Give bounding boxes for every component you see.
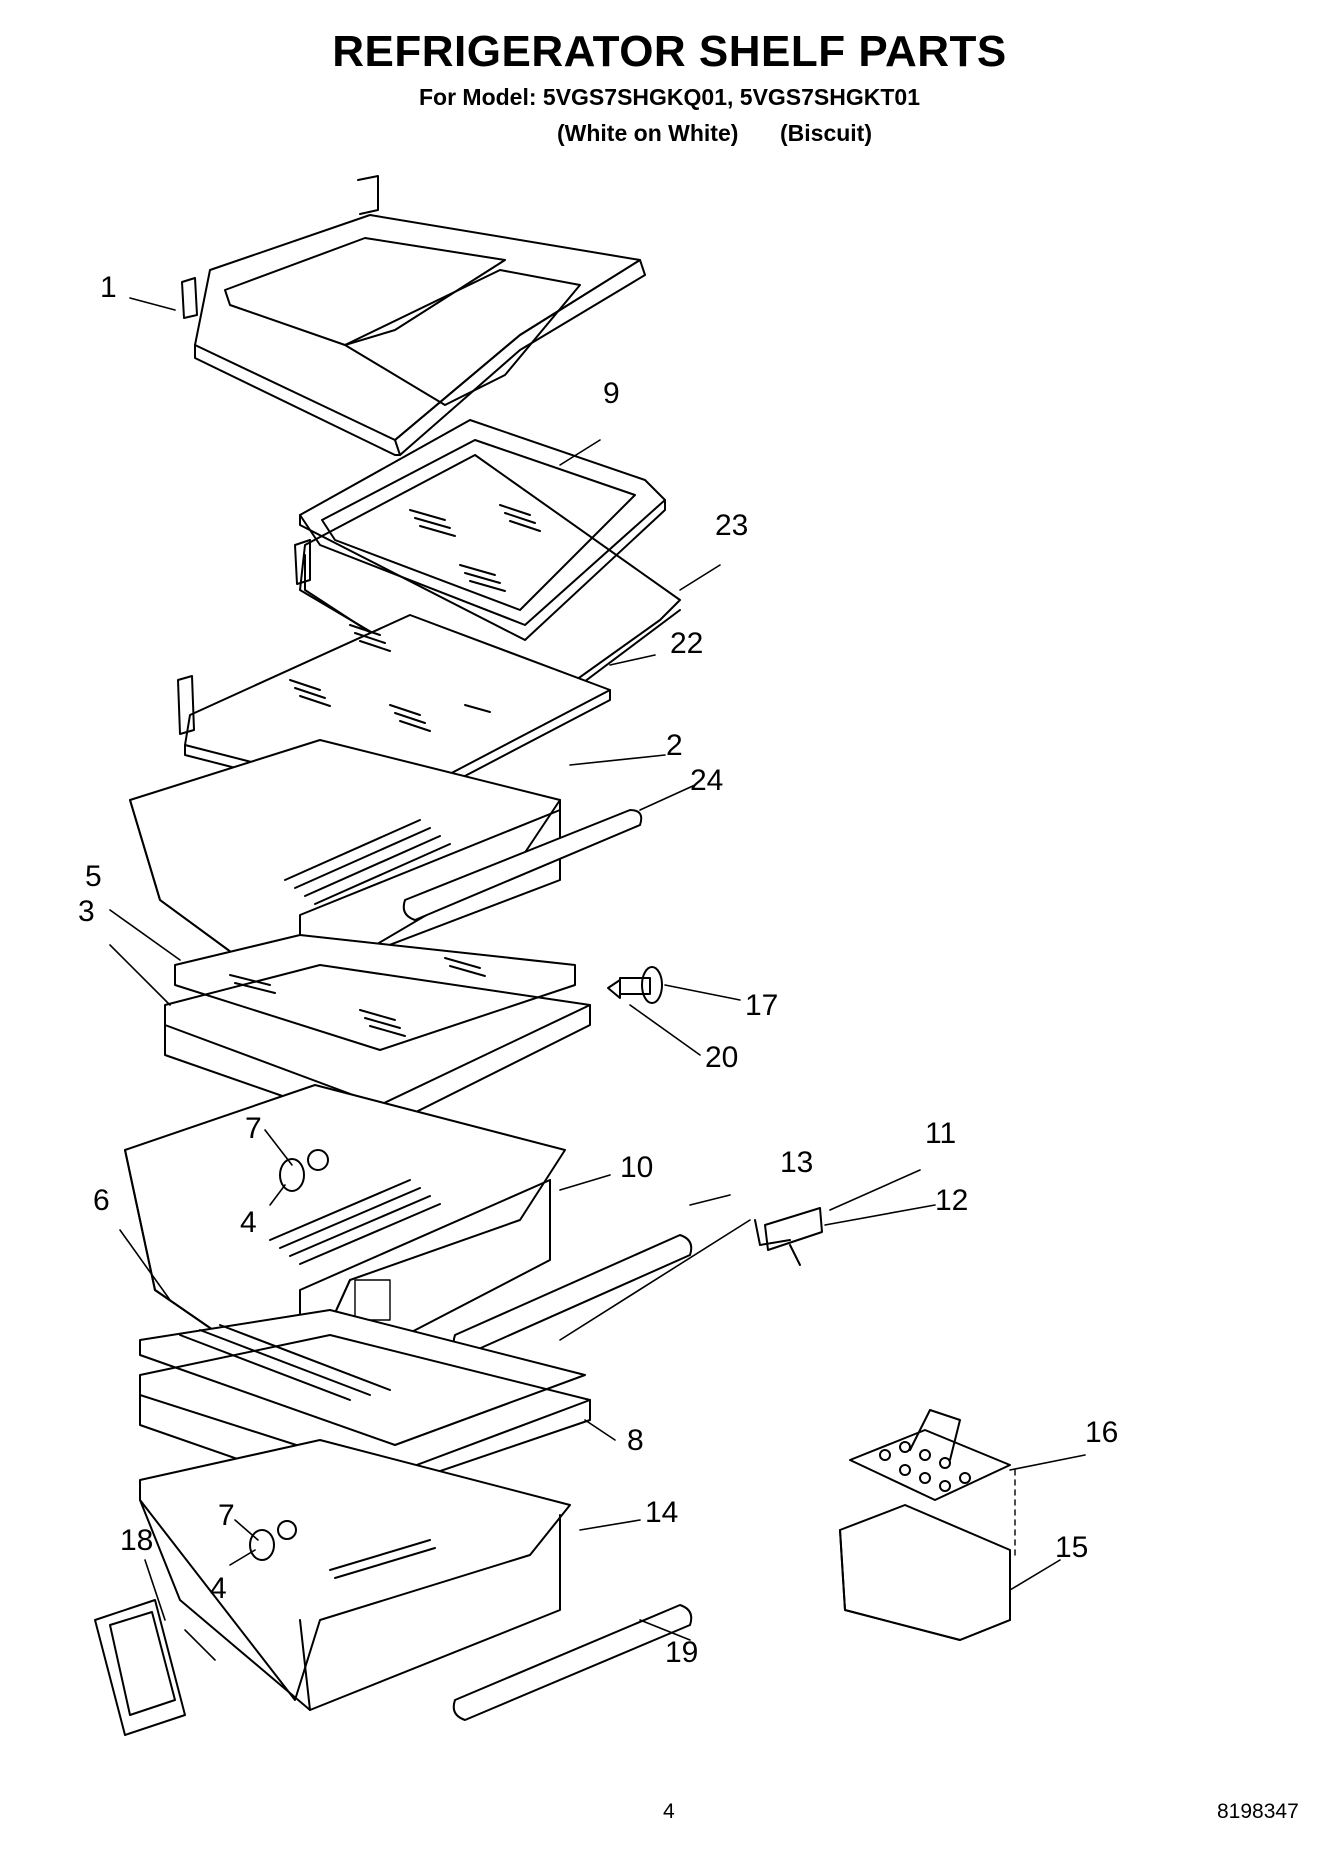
callout-11: 11 — [925, 1117, 956, 1150]
part-5-glass-panel — [174, 934, 576, 1051]
model-line: For Model: 5VGS7SHGKQ01, 5VGS7SHGKT01 — [418, 84, 921, 110]
callout-14: 14 — [645, 1496, 678, 1529]
callout-4-lower: 4 — [210, 1572, 227, 1605]
part-7-4-screw-cap-upper — [279, 1149, 329, 1192]
part-18-label — [94, 1599, 216, 1736]
callout-7-upper: 7 — [245, 1112, 262, 1145]
part-10-crisper-drawer — [124, 1084, 566, 1391]
callout-12: 12 — [935, 1184, 968, 1217]
callout-4-upper: 4 — [240, 1206, 257, 1239]
callout-7-lower: 7 — [218, 1499, 235, 1532]
callout-23: 23 — [715, 509, 748, 542]
callout-1: 1 — [100, 271, 117, 304]
part-19-handle — [452, 1604, 693, 1721]
callout-9: 9 — [603, 377, 620, 410]
callout-22: 22 — [670, 627, 703, 660]
callout-2: 2 — [666, 729, 683, 762]
callout-13: 13 — [780, 1146, 813, 1179]
part-15-storage-bin — [839, 1504, 1011, 1641]
part-1-shelf-frame — [181, 175, 646, 456]
header: REFRIGERATOR SHELF PARTS For Model: 5VGS… — [0, 30, 1339, 109]
callout-20: 20 — [705, 1041, 738, 1074]
part-16-egg-tray — [849, 1409, 1016, 1561]
part-13-handle — [452, 1234, 693, 1356]
part-24-handle — [402, 809, 643, 921]
callout-15: 15 — [1055, 1531, 1088, 1564]
part-14-bottom-drawer — [139, 1439, 571, 1711]
callout-3: 3 — [78, 895, 95, 928]
part-17-20-screw-cap — [607, 966, 663, 1004]
color-white-label: (White on White) — [557, 120, 739, 146]
callout-16: 16 — [1085, 1416, 1118, 1449]
callout-5: 5 — [85, 860, 102, 893]
part-6-glass-shelf — [139, 1309, 586, 1446]
callout-24: 24 — [690, 764, 723, 797]
callout-19: 19 — [665, 1636, 698, 1669]
page-number: 4 — [663, 1800, 675, 1823]
callout-18: 18 — [120, 1524, 153, 1557]
part-11-12-bracket — [559, 1207, 823, 1341]
callout-8: 8 — [627, 1424, 644, 1457]
leader-lines — [109, 297, 1086, 1641]
callout-10: 10 — [620, 1151, 653, 1184]
callout-6: 6 — [93, 1184, 110, 1217]
page-title: REFRIGERATOR SHELF PARTS — [332, 27, 1007, 76]
color-biscuit-label: (Biscuit) — [780, 120, 872, 146]
callout-17: 17 — [745, 989, 778, 1022]
document-number: 8198347 — [1217, 1800, 1299, 1823]
part-9-glass-shelf — [299, 419, 666, 641]
